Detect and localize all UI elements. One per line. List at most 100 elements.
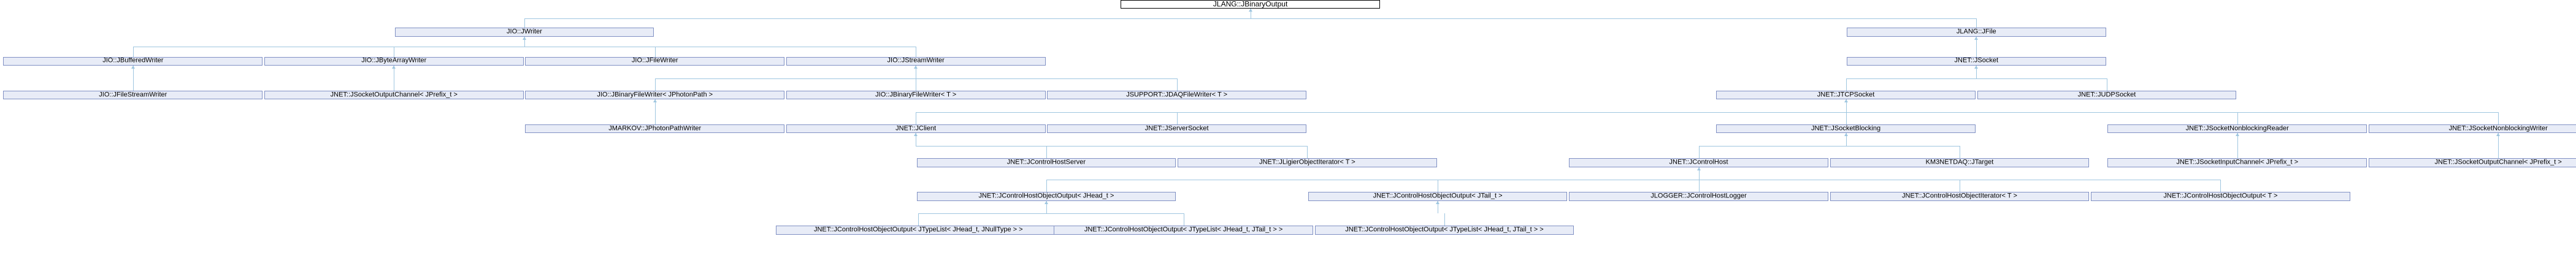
connector-horizontal (1846, 78, 2107, 79)
inheritance-arrow-icon (1044, 200, 1048, 204)
class-node[interactable]: JNET::JSocketOutputChannel< JPrefix_t > (2368, 158, 2576, 167)
class-node[interactable]: JSUPPORT::JDAQFileWriter< T > (1047, 90, 1306, 100)
class-node[interactable]: JNET::JControlHostObjectOutput< JTypeLis… (776, 226, 1061, 235)
class-node-label: JNET::JControlHostObjectOutput< JTail_t … (1373, 192, 1503, 200)
class-node[interactable]: JNET::JControlHostServer (916, 158, 1176, 167)
connector-vertical (1698, 167, 1700, 180)
class-node[interactable]: JIO::JByteArrayWriter (264, 56, 524, 66)
inheritance-arrow-icon (1696, 167, 1701, 170)
connector-horizontal (524, 18, 1977, 19)
class-node[interactable]: JMARKOV::JPhotonPathWriter (525, 124, 785, 134)
connector-vertical (132, 78, 134, 91)
class-node[interactable]: JNET::JServerSocket (1047, 124, 1306, 134)
connector-vertical (1698, 179, 1700, 192)
inheritance-arrow-icon (1436, 200, 1440, 204)
inheritance-arrow-icon (653, 99, 657, 103)
inheritance-arrow-icon (1974, 66, 1979, 69)
class-node-label: JSUPPORT::JDAQFileWriter< T > (1126, 91, 1228, 99)
class-node-label: JNET::JControlHostObjectOutput< JTypeLis… (1345, 226, 1544, 234)
class-node[interactable]: JNET::JControlHostObjectOutput< JTail_t … (1308, 192, 1568, 201)
inheritance-arrow-icon (1844, 133, 1848, 137)
connector-vertical (654, 47, 656, 57)
connector-vertical (918, 213, 919, 226)
connector-vertical (132, 66, 134, 78)
class-node-label: JNET::JSocketNonblockingReader (2185, 124, 2289, 132)
class-node-label: JIO::JByteArrayWriter (361, 56, 427, 64)
class-node[interactable]: JIO::JWriter (394, 28, 654, 37)
class-node-label: JIO::JWriter (507, 28, 542, 36)
class-node-label: JIO::JFileStreamWriter (99, 91, 167, 99)
class-node-label: JLOGGER::JControlHostLogger (1650, 192, 1747, 200)
connector-vertical (1846, 99, 1847, 112)
class-node-label: JNET::JControlHostObjectOutput< JTypeLis… (1084, 226, 1283, 234)
class-node[interactable]: JNET::JTCPSocket (1716, 90, 1976, 100)
class-node[interactable]: JIO::JFileWriter (525, 56, 785, 66)
connector-vertical (2220, 179, 2221, 192)
class-node[interactable]: JNET::JSocketBlocking (1716, 124, 1976, 134)
class-node[interactable]: JNET::JControlHostObjectOutput< JTypeLis… (1054, 226, 1313, 235)
connector-vertical (1046, 179, 1047, 192)
connector-vertical (2498, 112, 2499, 124)
class-node[interactable]: JIO::JBinaryFileWriter< T > (786, 90, 1046, 100)
inheritance-arrow-icon (914, 133, 918, 137)
class-node[interactable]: JNET::JSocketOutputChannel< JPrefix_t > (264, 90, 524, 100)
class-node[interactable]: JNET::JUDPSocket (1977, 90, 2237, 100)
inheritance-arrow-icon (1844, 99, 1848, 103)
class-node-label: JNET::JControlHostObjectOutput< JTypeLis… (813, 226, 1023, 234)
class-node-label: JIO::JBufferedWriter (102, 56, 164, 64)
class-node[interactable]: KM3NETDAQ::JTarget (1830, 158, 2090, 167)
class-node[interactable]: JIO::JBufferedWriter (3, 56, 263, 66)
connector-horizontal (916, 145, 1308, 147)
connector-vertical (1976, 36, 1977, 47)
class-node[interactable]: JNET::JSocketInputChannel< JPrefix_t > (2107, 158, 2367, 167)
inheritance-arrow-icon (523, 36, 526, 40)
connector-vertical (2237, 112, 2238, 124)
connector-vertical (1046, 200, 1047, 214)
class-node-label: JIO::JBinaryFileWriter< T > (875, 91, 957, 99)
class-node[interactable]: JLOGGER::JControlHostLogger (1569, 192, 1828, 201)
connector-vertical (1976, 18, 1977, 28)
connector-vertical (1444, 213, 1445, 226)
class-node[interactable]: JIO::JBinaryFileWriter< JPhotonPath > (525, 90, 785, 100)
class-node-label: KM3NETDAQ::JTarget (1925, 158, 1994, 166)
connector-vertical (654, 78, 656, 91)
inheritance-arrow-icon (1248, 9, 1252, 12)
class-node-label: JNET::JControlHostServer (1006, 158, 1086, 166)
inheritance-arrow-icon (131, 66, 135, 69)
connector-vertical (654, 99, 656, 112)
class-node-label: JNET::JSocketInputChannel< JPrefix_t > (2176, 158, 2299, 166)
class-node-label: JNET::JControlHostObjectOutput< JHead_t … (978, 192, 1114, 200)
class-node[interactable]: JNET::JSocketNonblockingWriter (2368, 124, 2576, 134)
inheritance-arrow-icon (392, 66, 396, 69)
inheritance-arrow-icon (2496, 133, 2501, 137)
root-class-node[interactable]: JLANG::JBinaryOutput (1121, 0, 1380, 9)
class-node[interactable]: JNET::JControlHostObjectOutput< JTypeLis… (1314, 226, 1574, 235)
class-node[interactable]: JNET::JControlHostObjectIterator< T > (1830, 192, 2090, 201)
class-node-label: JNET::JControlHostObjectIterator< T > (1902, 192, 2017, 200)
connector-vertical (2498, 145, 2499, 159)
class-node-label: JNET::JUDPSocket (2077, 91, 2136, 99)
connector-horizontal (918, 213, 1184, 215)
class-node[interactable]: JLANG::JFile (1846, 28, 2106, 37)
inheritance-arrow-icon (2235, 133, 2239, 137)
class-node-label: JLANG::JFile (1956, 28, 1996, 36)
connector-vertical (1176, 78, 1178, 91)
class-node-label: JNET::JSocketBlocking (1811, 124, 1881, 132)
connector-vertical (1307, 145, 1308, 159)
class-node[interactable]: JIO::JFileStreamWriter (3, 90, 263, 100)
connector-vertical (654, 112, 656, 124)
class-node[interactable]: JNET::JControlHostObjectOutput< T > (2091, 192, 2350, 201)
class-node[interactable]: JNET::JSocketNonblockingReader (2107, 124, 2367, 134)
class-node[interactable]: JNET::JClient (786, 124, 1046, 134)
class-node[interactable]: JNET::JControlHost (1569, 158, 1828, 167)
connector-vertical (1846, 78, 1847, 91)
class-node[interactable]: JNET::JControlHostObjectOutput< JHead_t … (916, 192, 1176, 201)
connector-vertical (1976, 66, 1977, 78)
class-node[interactable]: JIO::JStreamWriter (786, 56, 1046, 66)
class-node[interactable]: JNET::JLigierObjectIterator< T > (1178, 158, 1437, 167)
connector-vertical (2237, 133, 2238, 146)
class-node-label: JIO::JStreamWriter (887, 56, 945, 64)
class-node-label: JNET::JClient (895, 124, 937, 132)
class-node[interactable]: JNET::JSocket (1846, 56, 2106, 66)
